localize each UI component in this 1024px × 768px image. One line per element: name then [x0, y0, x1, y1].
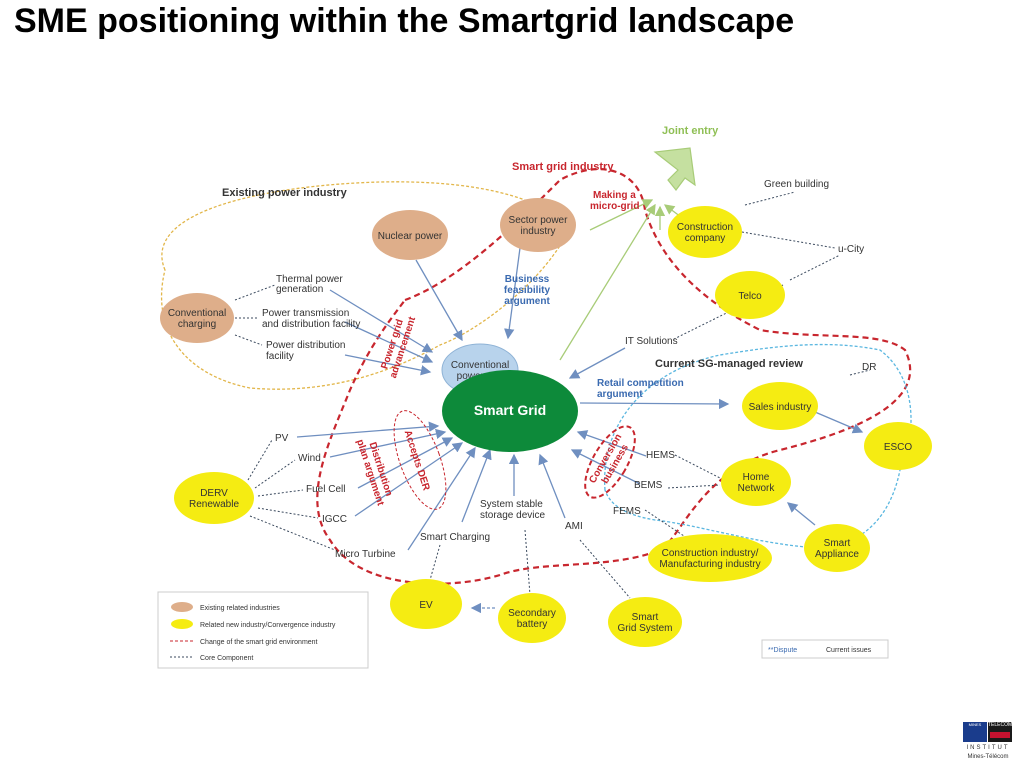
- label-distribution-facility-1: Power distribution: [266, 340, 345, 351]
- joint-entry-arrow: [653, 147, 696, 191]
- smart-grid-industry-label: Smart grid industry: [512, 161, 614, 173]
- node-smart-appliance-label-2: Appliance: [815, 549, 859, 560]
- label-bems: BEMS: [634, 480, 663, 491]
- node-secondary-battery-label-2: battery: [517, 619, 548, 630]
- node-construction-industry-label-2: Manufacturing industry: [659, 559, 760, 570]
- node-smart-grid-system-label-2: Grid System: [617, 623, 672, 634]
- label-retail-competition-1: Retail competition: [597, 378, 684, 389]
- node-construction-company-label-1: Construction: [677, 222, 733, 233]
- label-it-solutions: IT Solutions: [625, 336, 678, 347]
- label-making-micro-grid-2: micro-grid: [590, 201, 639, 212]
- existing-power-industry-label: Existing power industry: [222, 187, 348, 199]
- page-title: SME positioning within the Smartgrid lan…: [14, 2, 795, 40]
- node-conventional-charging: [160, 293, 234, 343]
- label-making-micro-grid-1: Making a: [593, 190, 636, 201]
- label-hems: HEMS: [646, 450, 675, 461]
- node-sector-power: [500, 198, 576, 252]
- node-smart-grid-system: [608, 597, 682, 647]
- node-esco-label: ESCO: [884, 442, 913, 453]
- node-sector-power-label-2: industry: [520, 226, 555, 237]
- label-smart-charging: Smart Charging: [420, 532, 490, 543]
- node-derv-label-1: DERV: [200, 488, 228, 499]
- node-derv-label-2: Renewable: [189, 499, 239, 510]
- label-green-building: Green building: [764, 179, 829, 190]
- label-business-feasibility-2: feasibility: [504, 285, 551, 296]
- node-secondary-battery: [498, 593, 566, 643]
- node-telco-label: Telco: [738, 291, 762, 302]
- label-storage-1: System stable: [480, 499, 543, 510]
- node-conventional-charging-label-1: Conventional: [168, 308, 226, 319]
- node-home-network: [721, 458, 791, 506]
- accepts-der-outline: [393, 410, 447, 510]
- node-conventional-charging-label-2: charging: [178, 319, 216, 330]
- legend-core: Core Component: [200, 655, 253, 662]
- label-micro-turbine: Micro Turbine: [335, 549, 396, 560]
- node-nuclear-power: [372, 210, 448, 260]
- label-power-grid-advancement: Power grid advancement: [379, 315, 418, 380]
- label-fems: FEMS: [613, 506, 641, 517]
- node-construction-company: [668, 206, 742, 258]
- joint-entry-label: Joint entry: [662, 125, 719, 137]
- label-transmission-1: Power transmission: [262, 308, 349, 319]
- legend-change: Change of the smart grid environment: [200, 639, 318, 646]
- node-smart-appliance-label-1: Smart: [824, 538, 851, 549]
- node-nuclear-power-label: Nuclear power: [378, 231, 443, 242]
- legend-existing: Existing related industries: [200, 605, 280, 612]
- node-ev-label: EV: [419, 600, 433, 611]
- logo-mines-telecom: Mines-Télécom: [967, 754, 1009, 760]
- label-igcc: IGCC: [322, 514, 347, 525]
- node-smart-grid-system-label-1: Smart: [632, 612, 659, 623]
- label-fuel-cell: Fuel Cell: [306, 484, 345, 495]
- legend: Existing related industries Related new …: [157, 591, 369, 669]
- node-home-network-label-1: Home: [743, 472, 770, 483]
- node-esco: [864, 422, 932, 470]
- legend-related-new: Related new industry/Convergence industr…: [200, 622, 336, 629]
- node-telco: [715, 271, 785, 319]
- label-distribution-facility-2: facility: [266, 351, 294, 362]
- label-transmission-2: and distribution facility: [262, 319, 360, 330]
- label-pv: PV: [275, 433, 289, 444]
- current-sg-boundary: [604, 343, 912, 549]
- logo-mines-box: MINES: [963, 722, 987, 742]
- label-ami: AMI: [565, 521, 583, 532]
- smart-grid-industry-boundary: [316, 168, 912, 585]
- node-ev: [390, 579, 462, 629]
- label-wind: Wind: [298, 453, 321, 464]
- logo-telecom-box: TELECOM: [988, 722, 1012, 742]
- label-thermal-2: generation: [276, 284, 323, 295]
- flow-arrows: [296, 247, 864, 614]
- logo-institut: INSTITUT: [966, 745, 1010, 751]
- node-secondary-battery-label-1: Secondary: [508, 608, 556, 619]
- existing-power-boundary: [160, 181, 571, 390]
- label-dr: DR: [862, 362, 876, 373]
- legend-current-issues: Current issues: [826, 647, 872, 654]
- node-conventional-grid-label-1: Conventional: [451, 360, 509, 371]
- node-smart-appliance: [804, 524, 870, 572]
- institut-mines-telecom-logo: MINES TELECOM INSTITUT Mines-Télécom: [963, 722, 1013, 764]
- node-construction-industry: [648, 534, 772, 582]
- node-sales-industry-label: Sales industry: [749, 402, 812, 413]
- label-business-feasibility-3: argument: [504, 296, 550, 307]
- legend-issues: **Dispute Current issues: [761, 639, 889, 659]
- node-construction-industry-label-1: Construction industry/: [662, 548, 759, 559]
- label-retail-competition-2: argument: [597, 389, 643, 400]
- node-construction-company-label-2: company: [685, 233, 726, 244]
- label-u-city: u-City: [838, 244, 864, 255]
- node-smart-grid: [442, 370, 578, 452]
- conversion-business-outline: [584, 425, 636, 499]
- node-derv-renewable: [174, 472, 254, 524]
- node-home-network-label-2: Network: [738, 483, 776, 494]
- node-smart-grid-label: Smart Grid: [474, 402, 546, 418]
- current-sg-label: Current SG-managed review: [655, 358, 803, 370]
- label-thermal-1: Thermal power: [276, 274, 343, 285]
- node-sector-power-label-1: Sector power: [509, 215, 569, 226]
- legend-dispute: **Dispute: [768, 647, 797, 654]
- node-sales-industry: [742, 382, 818, 430]
- label-business-feasibility-1: Business: [505, 274, 550, 285]
- label-storage-2: storage device: [480, 510, 545, 521]
